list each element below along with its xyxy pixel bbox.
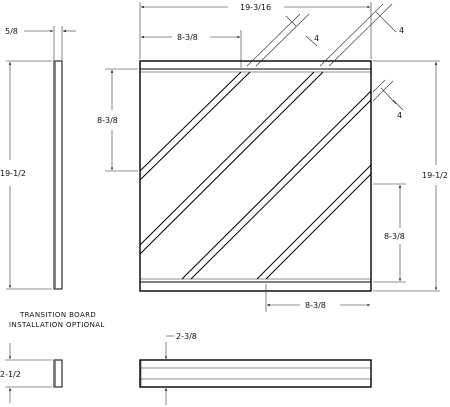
- dim-side-thickness: 5/8: [5, 26, 76, 60]
- diagonal-strip-2: [139, 71, 324, 255]
- dim-right-height: 19-1/2: [373, 60, 448, 292]
- end-view: 2-1/2: [0, 343, 63, 403]
- side-board: [53, 60, 63, 290]
- top-view: 19-3/16 8-3/8 4 4: [97, 2, 448, 312]
- dim-bottom-offset: 8-3/8: [265, 284, 370, 312]
- diagonal-strip-3: [181, 90, 372, 280]
- dim-side-thickness-label: 5/8: [5, 27, 18, 36]
- dim-overall-width: 19-3/16: [139, 2, 372, 59]
- dim-left-height-label: 8-3/8: [97, 116, 118, 125]
- board-outline: [139, 60, 372, 292]
- dim-front-height: 2-3/8: [164, 332, 197, 405]
- dim-top-offset-label: 8-3/8: [177, 33, 198, 42]
- front-board: [139, 359, 372, 388]
- diagonal-strip-1: [139, 71, 251, 181]
- dim-right-height-label: 19-1/2: [422, 171, 448, 180]
- note-line-2: INSTALLATION OPTIONAL: [9, 321, 105, 329]
- dim-overall-width-label: 19-3/16: [240, 3, 271, 12]
- dim-side-height: 19-1/2: [0, 60, 52, 290]
- dim-strip-width-3-label: 4: [397, 111, 402, 120]
- dim-front-height-label: 2-3/8: [176, 332, 197, 341]
- dim-strip-width-2-label: 4: [399, 26, 404, 35]
- transition-board-note: TRANSITION BOARD INSTALLATION OPTIONAL: [9, 311, 105, 329]
- dim-strip-width-1: 4: [246, 13, 319, 67]
- dim-strip-width-3: 4: [372, 79, 404, 120]
- note-line-1: TRANSITION BOARD: [19, 311, 96, 319]
- dim-end-height: 2-1/2: [0, 343, 52, 403]
- dim-bottom-offset-label: 8-3/8: [305, 301, 326, 310]
- dim-left-height: 8-3/8: [97, 68, 138, 172]
- dim-right-inner: 8-3/8: [373, 183, 406, 283]
- end-board: [53, 359, 63, 388]
- dim-side-height-label: 19-1/2: [0, 169, 26, 178]
- dim-right-inner-label: 8-3/8: [384, 232, 405, 241]
- dim-end-height-label: 2-1/2: [0, 370, 21, 379]
- dim-top-offset: 8-3/8: [141, 30, 242, 68]
- front-view: 2-3/8: [139, 332, 372, 405]
- side-view: 5/8 19-1/2: [0, 26, 76, 290]
- dim-strip-width-2: 4: [319, 3, 404, 67]
- diagonal-strip-4: [256, 164, 372, 280]
- dim-strip-width-1-label: 4: [314, 34, 319, 43]
